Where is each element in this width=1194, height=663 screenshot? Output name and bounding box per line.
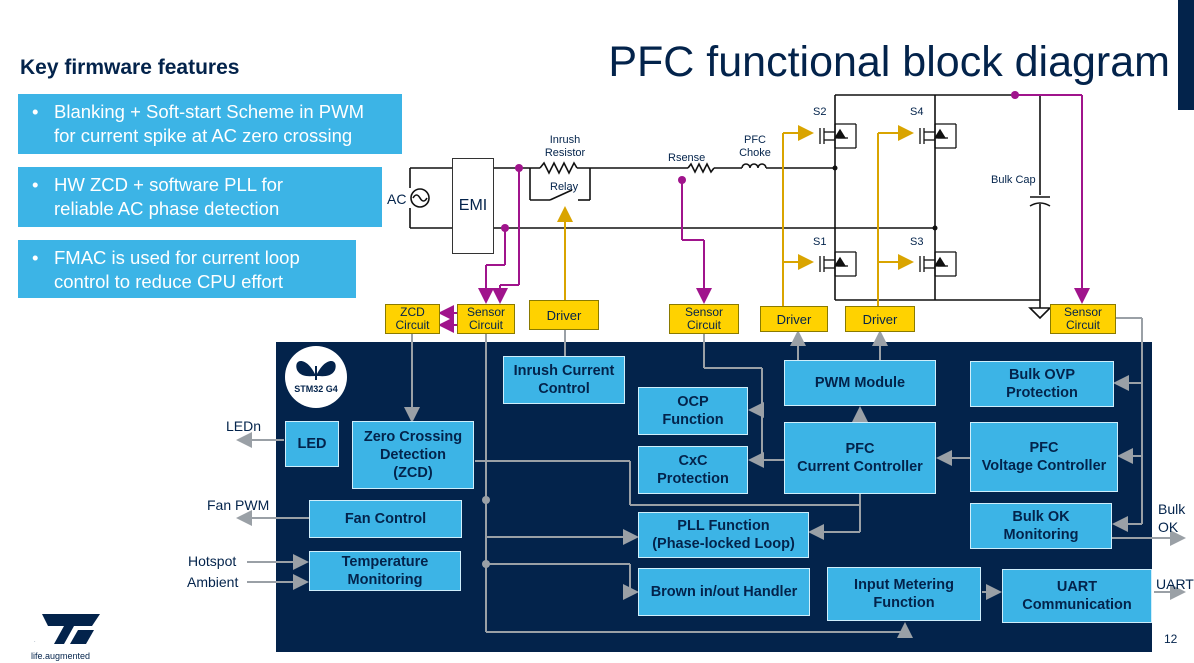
relay-label: Relay bbox=[550, 181, 579, 193]
fan-control-block: Fan Control bbox=[309, 500, 462, 538]
input-metering-block: Input Metering Function bbox=[827, 567, 981, 621]
bulk-cap-label: Bulk Cap bbox=[991, 174, 1036, 186]
cxc-block: CxC Protection bbox=[638, 446, 748, 494]
st-logo-text: ST bbox=[34, 641, 36, 643]
page-number: 12 bbox=[1164, 632, 1178, 646]
tagline: life.augmented bbox=[31, 651, 91, 661]
driver-box: Driver bbox=[529, 300, 599, 330]
pfc-choke-label: PFC Choke bbox=[739, 134, 771, 159]
page-title: PFC functional block diagram bbox=[608, 38, 1170, 86]
zcd-block: Zero Crossing Detection (ZCD) bbox=[352, 421, 474, 489]
s3-label: S3 bbox=[910, 236, 924, 248]
uart-label: UART bbox=[1156, 576, 1194, 592]
pwm-module-block: PWM Module bbox=[784, 360, 936, 406]
features-heading: Key firmware features bbox=[20, 56, 240, 79]
bulk-ok-label: Bulk OK bbox=[1158, 501, 1186, 535]
pfc-current-controller-block: PFC Current Controller bbox=[784, 422, 936, 494]
sensor-circuit-box: Sensor Circuit bbox=[1050, 304, 1116, 334]
feature-item: • HW ZCD + software PLL for reliable AC … bbox=[18, 167, 382, 227]
s2-label: S2 bbox=[813, 106, 827, 118]
feature-text: Blanking + Soft-start Scheme in PWM bbox=[54, 101, 364, 122]
s4-label: S4 bbox=[910, 106, 924, 118]
s1-label: S1 bbox=[813, 236, 827, 248]
stm32-logo: STM32 G4 bbox=[285, 346, 347, 408]
hotspot-label: Hotspot bbox=[188, 553, 237, 569]
st-logo: ST bbox=[34, 614, 100, 644]
bulk-ok-monitoring-block: Bulk OK Monitoring bbox=[970, 503, 1112, 549]
rsense-label: Rsense bbox=[668, 152, 706, 164]
emi-filter: EMI bbox=[452, 158, 494, 254]
pll-block: PLL Function (Phase-locked Loop) bbox=[638, 512, 809, 558]
uart-communication-block: UART Communication bbox=[1002, 569, 1152, 623]
zcd-circuit-box: ZCD Circuit bbox=[385, 304, 440, 334]
feature-text: for current spike at AC zero crossing bbox=[54, 125, 353, 146]
sensor-circuit-box: Sensor Circuit bbox=[457, 304, 515, 334]
ac-label: AC bbox=[387, 191, 407, 207]
ocp-block: OCP Function bbox=[638, 387, 748, 435]
bulk-ovp-block: Bulk OVP Protection bbox=[970, 361, 1114, 407]
brown-in-out-block: Brown in/out Handler bbox=[638, 568, 810, 616]
feature-text: HW ZCD + software PLL for bbox=[54, 174, 284, 195]
accent-bar bbox=[1178, 0, 1194, 110]
ledn-label: LEDn bbox=[226, 418, 262, 434]
butterfly-icon bbox=[296, 360, 336, 380]
pfc-voltage-controller-block: PFC Voltage Controller bbox=[970, 422, 1118, 492]
fan-pwm-label: Fan PWM bbox=[207, 497, 270, 513]
stm32-logo-g4: G4 bbox=[325, 384, 338, 394]
feature-text: FMAC is used for current loop bbox=[54, 247, 300, 268]
led-block: LED bbox=[285, 421, 339, 467]
sensor-circuit-box: Sensor Circuit bbox=[669, 304, 739, 334]
driver-box: Driver bbox=[845, 306, 915, 332]
stm32-logo-text: STM32 bbox=[294, 384, 324, 394]
feature-item: • Blanking + Soft-start Scheme in PWM fo… bbox=[18, 94, 402, 154]
feature-text: control to reduce CPU effort bbox=[54, 271, 283, 292]
inrush-control-block: Inrush Current Control bbox=[503, 356, 625, 404]
feature-text: reliable AC phase detection bbox=[54, 198, 280, 219]
ambient-label: Ambient bbox=[187, 574, 239, 590]
inrush-resistor-label: Inrush Resistor bbox=[544, 134, 586, 159]
feature-item: • FMAC is used for current loop control … bbox=[18, 240, 356, 298]
driver-box: Driver bbox=[760, 306, 828, 332]
temperature-monitoring-block: Temperature Monitoring bbox=[309, 551, 461, 591]
